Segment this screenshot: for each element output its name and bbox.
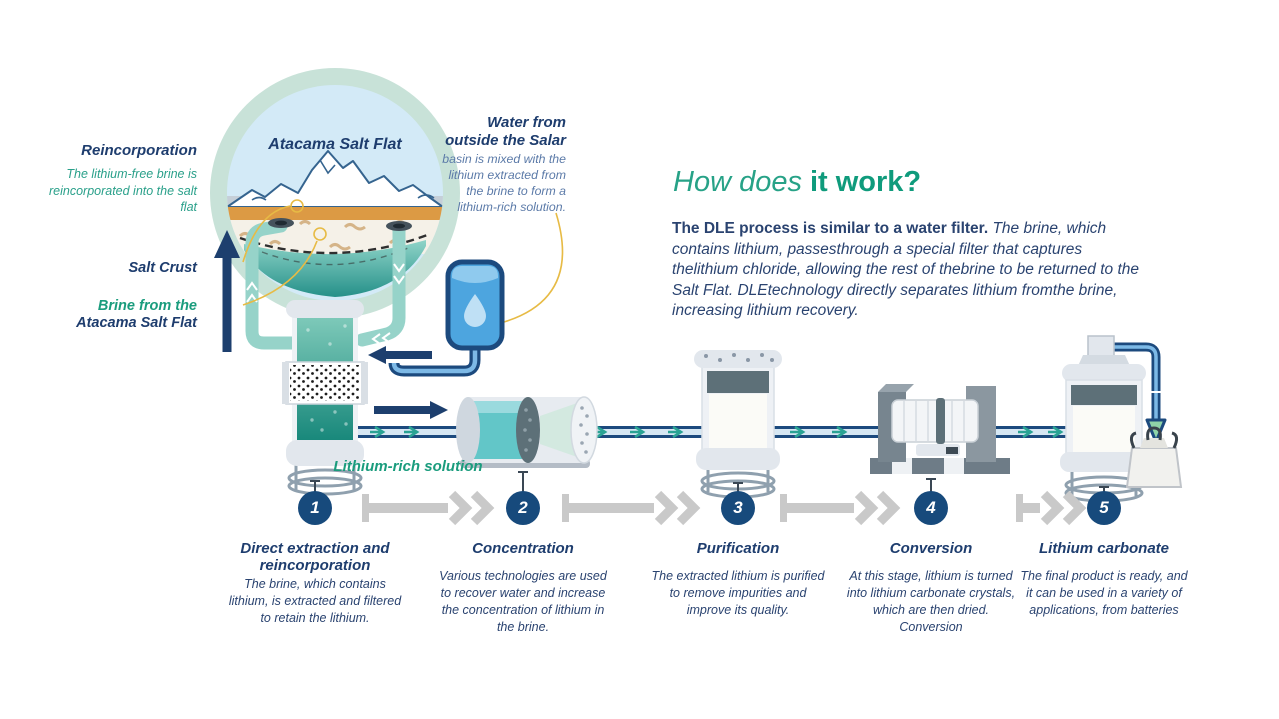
step-2-title: Concentration [472, 540, 574, 557]
step-4-badge: 4 [914, 491, 948, 525]
page-title-light: How does [673, 166, 802, 198]
brine-label-line1: Brine from the [97, 298, 197, 314]
concentration-tank-icon [456, 396, 598, 468]
rotary-dryer-icon [870, 384, 1010, 474]
step-1-badge: 1 [298, 491, 332, 525]
step-1-title: Direct extraction and reincorporation [240, 540, 390, 575]
step-4-title: Conversion [889, 540, 973, 557]
intro-paragraph: The DLE process is similar to a water fi… [672, 219, 1152, 322]
step-2-description: Various technologies are used to recover… [439, 569, 607, 634]
sand-band [227, 207, 443, 220]
step-5-description: The final product is ready, and it can b… [1020, 569, 1188, 617]
lithium-rich-arrow-icon [374, 401, 448, 419]
purification-tank-icon [694, 350, 782, 499]
reincorporation-description: The lithium-free brine is reincorporated… [48, 167, 197, 214]
droplet-icon [464, 294, 486, 327]
step-3-badge: 3 [721, 491, 755, 525]
intro-paragraph-body: The brine, which contains lithium, passe… [672, 220, 1139, 320]
page-title-bold: it work? [809, 166, 922, 198]
step-3-title: Purification [696, 540, 780, 557]
step-connector-arrows [362, 490, 1087, 526]
intro-paragraph-lead: The DLE process is similar to a water fi… [672, 220, 989, 237]
filter-band [282, 361, 368, 405]
brine-basin [244, 240, 426, 297]
step-1-description: The brine, which contains lithium, is ex… [228, 577, 402, 625]
product-tank-icon [1060, 335, 1183, 503]
pipe-arrow-marks [370, 425, 1064, 439]
salt-crust-label: Salt Crust [128, 260, 198, 276]
step-5-badge: 5 [1087, 491, 1121, 525]
salt-flat-label: Atacama Salt Flat [268, 136, 402, 153]
crust-dashed-line [239, 232, 431, 255]
mountain-icon [227, 150, 443, 208]
callout-lines [242, 199, 564, 323]
water-source-label: Water from outside the Salar [445, 114, 566, 149]
pipe-flow-chevrons [246, 263, 405, 345]
connector-arrow-4-5 [1016, 490, 1087, 526]
connector-arrow-1-2 [362, 490, 495, 526]
brine-label: Brine from the Atacama Salt Flat [27, 298, 197, 332]
bulk-bag-icon [1125, 426, 1183, 488]
step-4-description: At this stage, lithium is turned into li… [846, 569, 1016, 634]
brine-label-line2: Atacama Salt Flat [76, 315, 197, 332]
step-2-badge: 2 [506, 491, 540, 525]
water-source-description: basin is mixed with the lithium extracte… [442, 152, 566, 214]
water-supply-pipe [388, 340, 481, 377]
step-5-title: Lithium carbonate [1038, 540, 1169, 557]
step-3-description: The extracted lithium is purified to rem… [651, 569, 825, 617]
reincorporation-label: Reincorporation [81, 142, 197, 159]
extraction-column-icon [282, 300, 368, 496]
reincorporation-arrow-icon [214, 230, 240, 352]
wellheads [268, 218, 412, 231]
connector-arrow-2-3 [562, 490, 701, 526]
water-container-icon [388, 259, 505, 377]
water-inlet-arrow-icon [368, 346, 432, 364]
connector-arrow-3-4 [780, 490, 901, 526]
lithium-rich-label: Lithium-rich solution [333, 458, 483, 475]
offgas-pipe [1112, 342, 1162, 420]
